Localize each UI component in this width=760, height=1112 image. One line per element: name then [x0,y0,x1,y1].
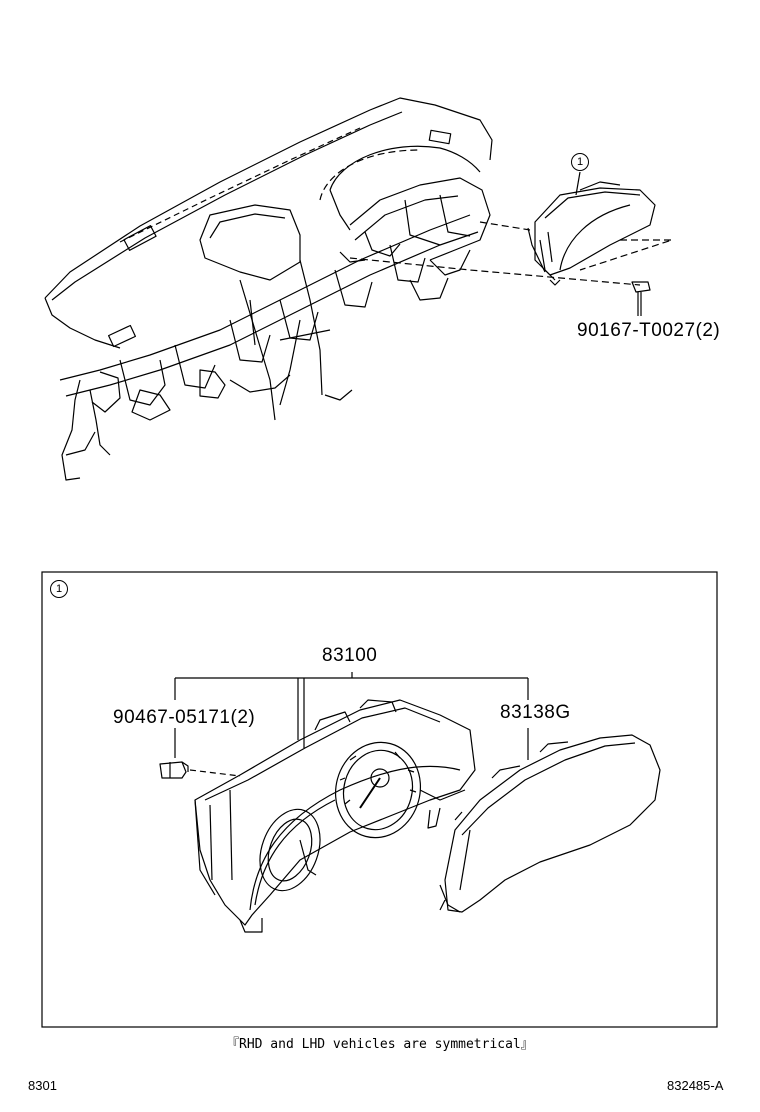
ref-1-callout: 1 [571,153,589,171]
part-label-meter-assy: 83100 [322,645,378,666]
ref-1-leader [575,171,581,196]
illustration-id: 832485-A [667,1078,724,1093]
part-label-bulb: 90467-05171(2) [113,707,256,728]
screw-drawing [631,281,651,316]
instrument-panel-drawing [44,97,673,481]
meter-glass-drawing [439,734,661,913]
part-label-glass: 83138G [500,702,571,723]
combination-meter-drawing [527,181,656,286]
detail-box [41,571,718,1028]
bulb-socket-drawing [159,761,189,779]
section-number: 8301 [28,1078,57,1093]
symmetry-note: 『RHD and LHD vehicles are symmetrical』 [226,1037,534,1052]
meter-assy-leader [174,672,529,777]
meter-assembly-drawing [194,699,476,933]
part-label-screw: 90167-T0027(2) [577,320,721,341]
detail-box-ref-1: 1 [50,580,68,598]
